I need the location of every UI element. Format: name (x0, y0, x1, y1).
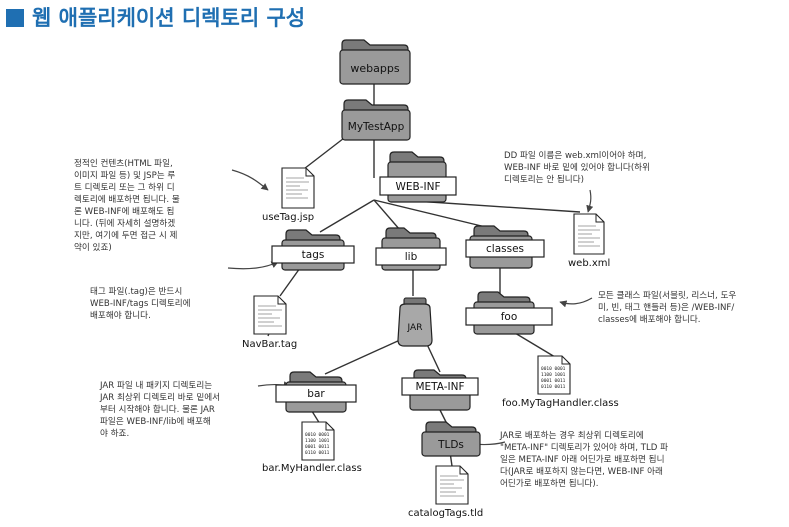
svg-text:0001 0011: 0001 0011 (541, 378, 566, 384)
file-icon-navbar (253, 295, 287, 335)
file-label-webxml: web.xml (568, 258, 611, 269)
folder-label-lib: lib (405, 251, 418, 263)
note-tag-files: 태그 파일(.tag)은 반드시 WEB-INF/tags 디렉토리에 배포해야… (90, 287, 191, 321)
folder-webapps: webapps (339, 39, 411, 85)
note-tld-files: JAR로 배포하는 경우 최상위 디렉토리에 "META-INF" 디렉토리가 … (500, 431, 669, 489)
folder-label-mytestapp: MyTestApp (348, 121, 405, 133)
folder-tlds: TLDs (421, 421, 481, 457)
svg-text:0010 0001: 0010 0001 (541, 366, 566, 372)
page-title: 웹 애플리케이션 디렉토리 구성 (32, 6, 306, 30)
file-icon-usetag (281, 167, 315, 209)
file-icon-webxml (573, 213, 605, 255)
folder-label-bar: bar (307, 388, 325, 400)
folder-label-metainf: META-INF (415, 381, 464, 393)
page-header: 웹 애플리케이션 디렉토리 구성 (6, 2, 305, 32)
svg-text:1100 1001: 1100 1001 (541, 372, 566, 378)
svg-text:0001 0011: 0001 0011 (305, 444, 330, 450)
jar-icon: JAR (397, 297, 433, 347)
note-dd-file: DD 파일 이름은 web.xml이어야 하며, WEB-INF 바로 밑에 있… (504, 151, 650, 185)
svg-text:1100 1001: 1100 1001 (305, 438, 330, 444)
file-label-barhandler: bar.MyHandler.class (262, 463, 362, 474)
svg-text:0110 0011: 0110 0011 (541, 384, 566, 390)
note-class-files: 모든 클래스 파일(서블릿, 리스너, 도우 미, 빈, 태그 핸들러 등)은 … (598, 291, 737, 325)
folder-mytestapp: MyTestApp (341, 99, 411, 141)
folder-label-classes: classes (486, 243, 524, 255)
folder-foo: foo (465, 291, 553, 335)
folder-label-tlds: TLDs (437, 439, 464, 451)
file-label-navbar: NavBar.tag (242, 339, 298, 350)
folder-label-foo: foo (501, 311, 518, 323)
folder-label-webinf: WEB-INF (396, 181, 441, 193)
tree-lines (267, 84, 581, 467)
folder-label-tags: tags (302, 249, 325, 261)
folder-lib: lib (375, 227, 447, 271)
file-label-foohandler: foo.MyTagHandler.class (502, 398, 619, 409)
file-icon-catalog (435, 465, 469, 505)
svg-text:0110 0011: 0110 0011 (305, 450, 330, 456)
file-label-catalog: catalogTags.tld (408, 508, 484, 519)
note-jar-packages: JAR 파일 내 패키지 디렉토리는 JAR 최상위 디렉토리 바로 밑에서 부… (100, 381, 221, 439)
svg-text:0010 0001: 0010 0001 (305, 432, 330, 438)
folder-tags: tags (271, 229, 355, 271)
folder-label-webapps: webapps (350, 62, 399, 75)
title-square-icon (6, 9, 24, 27)
folder-bar: bar (275, 371, 357, 413)
folder-classes: classes (465, 225, 545, 269)
folder-webinf: WEB-INF (379, 151, 457, 203)
jar-label: JAR (407, 323, 423, 333)
note-static-content: 정적인 컨텐츠(HTML 파일, 이미지 파일 등) 및 JSP는 루 트 디렉… (74, 159, 180, 253)
folder-metainf: META-INF (401, 369, 479, 411)
file-label-usetag: useTag.jsp (262, 212, 315, 223)
